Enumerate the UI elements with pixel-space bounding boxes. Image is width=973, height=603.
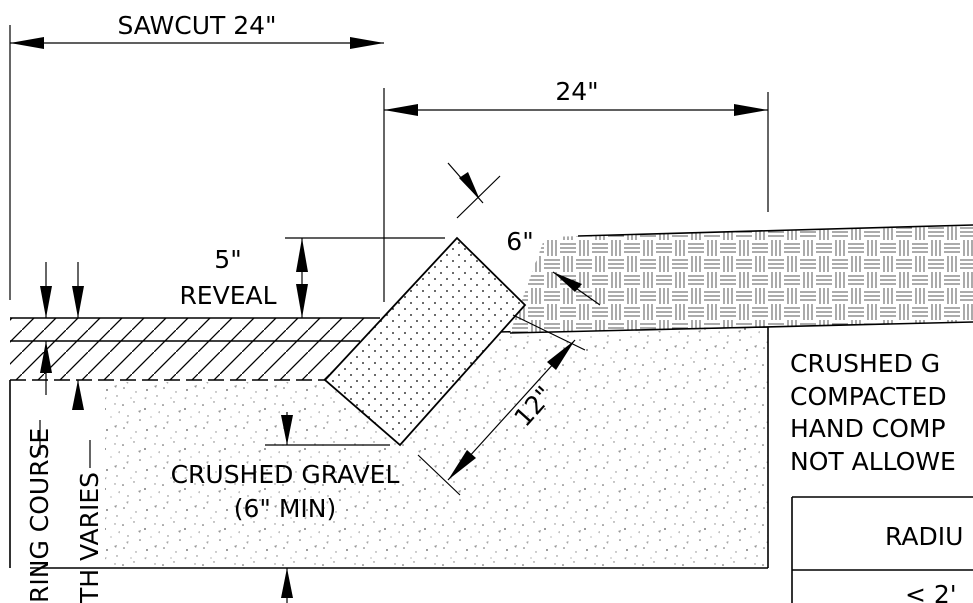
thickness-label: 6" xyxy=(506,227,533,256)
note-line-1: CRUSHED G xyxy=(790,349,940,378)
left-course-label: RING COURSE xyxy=(25,428,54,603)
reveal-value: 5" xyxy=(214,245,241,274)
sawcut-label: SAWCUT 24" xyxy=(117,11,276,40)
gravel-bottom-arrow-head xyxy=(281,568,293,598)
note-line-2: COMPACTED xyxy=(790,382,947,411)
depth-ext-top xyxy=(512,314,586,351)
width-arrow-right xyxy=(734,104,768,116)
sawcut-arrow-left xyxy=(10,37,44,49)
curb-block xyxy=(323,236,527,447)
pave-arrow-a-head xyxy=(40,286,52,318)
gravel-depth-head xyxy=(281,415,293,445)
note-line-4: NOT ALLOWE xyxy=(790,447,956,476)
existing-pavement xyxy=(10,318,380,380)
pave-arrow-c-head xyxy=(40,341,52,373)
reveal-arrow-top xyxy=(296,238,308,272)
reveal-label: REVEAL xyxy=(179,281,276,310)
depth-arrow-top xyxy=(547,340,575,370)
thickness-arrow-2 xyxy=(553,272,582,292)
width-label: 24" xyxy=(555,77,598,106)
paver-top-line xyxy=(577,224,973,237)
depth-arrow-bottom xyxy=(448,450,476,480)
sawcut-arrow-right xyxy=(350,37,384,49)
paver-field xyxy=(510,226,973,333)
depth-ext-bottom xyxy=(417,454,461,496)
width-arrow-left xyxy=(384,104,418,116)
note-line-3: HAND COMP xyxy=(790,414,946,443)
table-row-1: < 2' xyxy=(905,580,957,603)
thickness-arrow-1 xyxy=(459,172,480,200)
paver-bottom-line xyxy=(509,321,973,334)
thickness-ext xyxy=(456,175,501,219)
left-varies-label: TH VARIES xyxy=(75,472,104,603)
gravel-label-line2: (6" MIN) xyxy=(234,494,337,523)
gravel-base xyxy=(105,327,768,568)
pave-arrow-d-head xyxy=(72,380,84,410)
reveal-arrow-bottom xyxy=(296,284,308,318)
gravel-label-line1: CRUSHED GRAVEL xyxy=(171,460,400,489)
pave-arrow-b-head xyxy=(72,286,84,318)
table-header: RADIU xyxy=(885,522,963,551)
